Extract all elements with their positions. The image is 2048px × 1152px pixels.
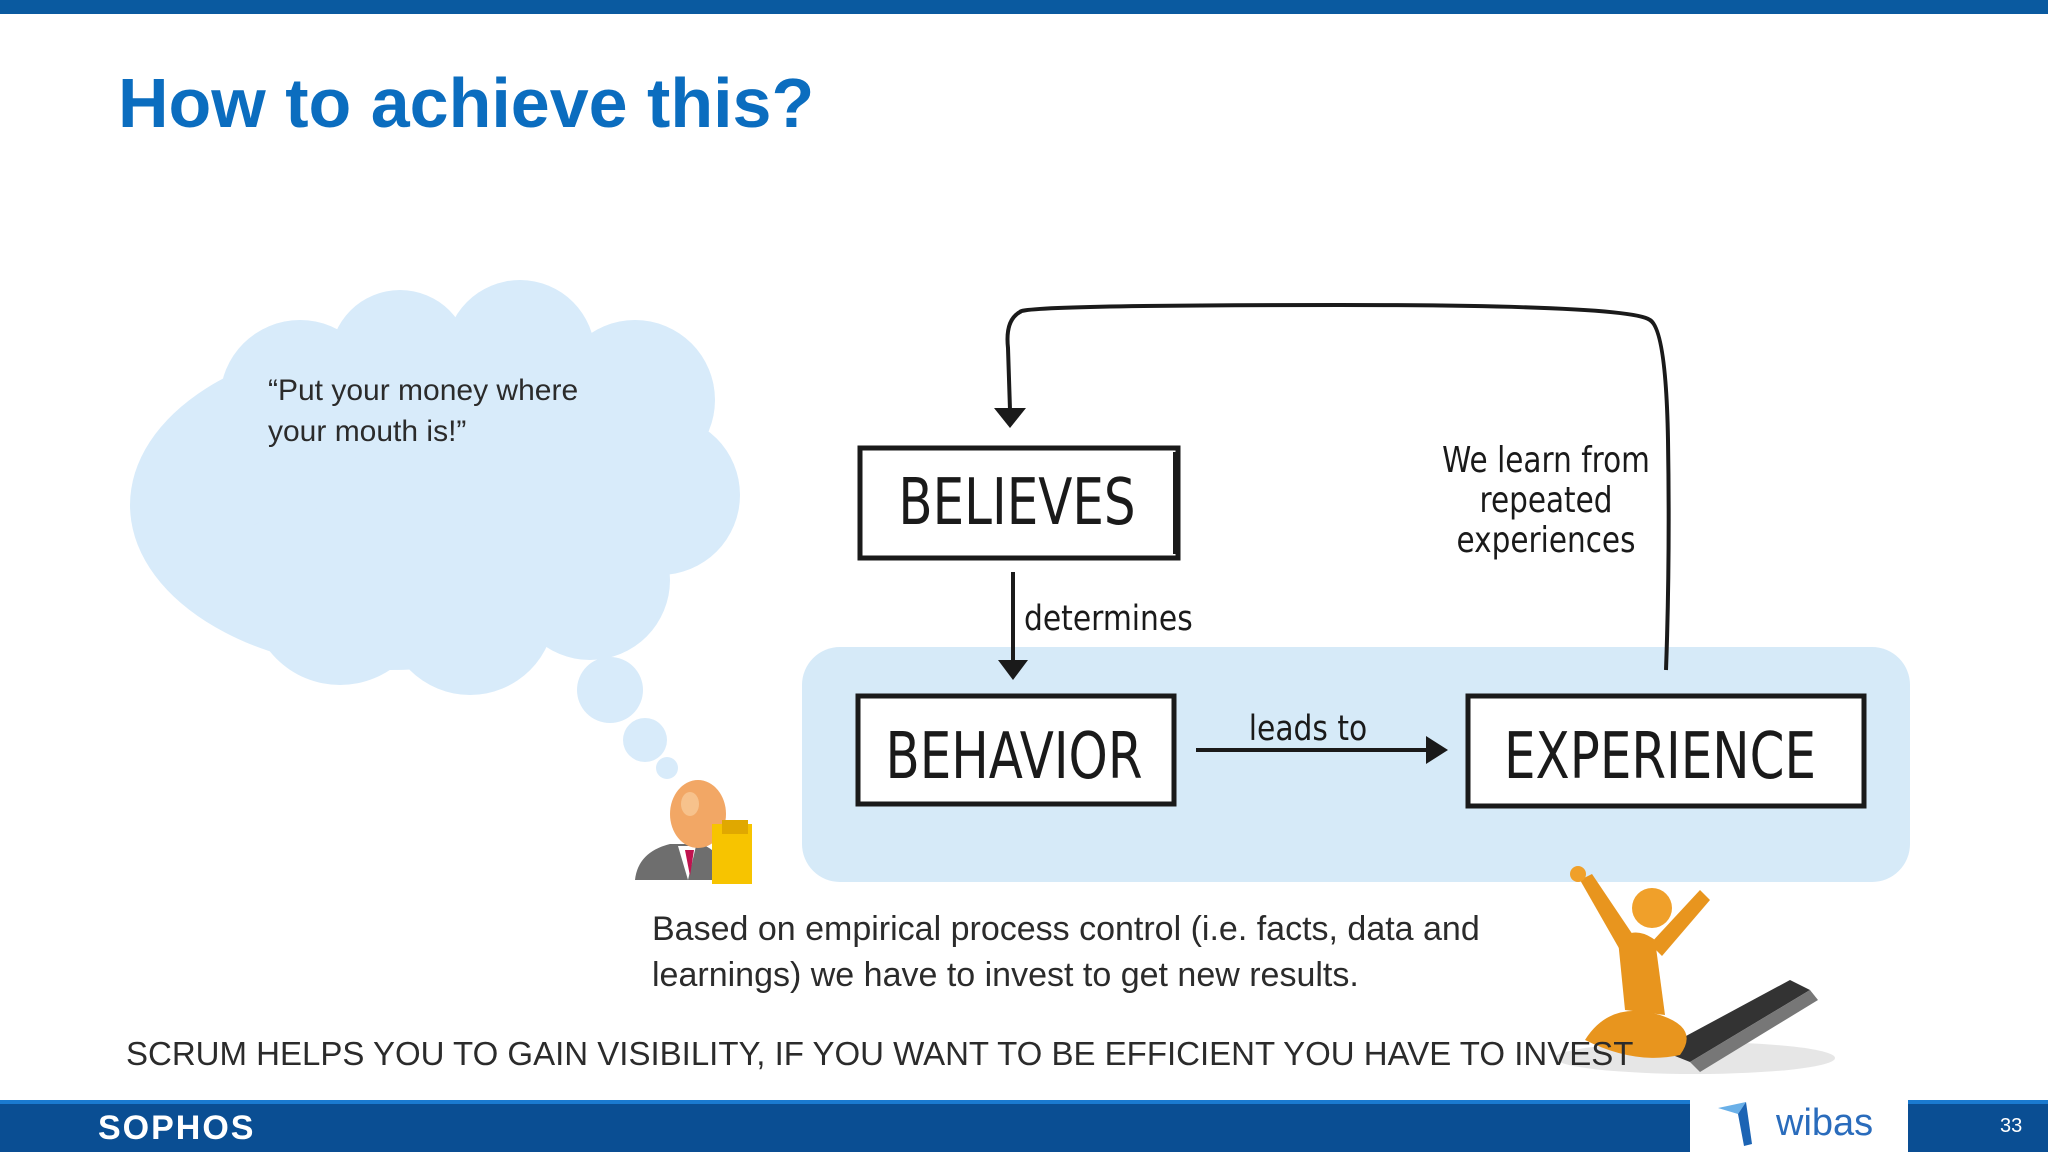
feedback-loop-arrow <box>1005 302 1671 671</box>
leads-to-label: leads to <box>1249 708 1367 749</box>
box-behavior-label: BEHAVIOR <box>885 719 1142 794</box>
learn-label-line2: repeated <box>1479 478 1612 521</box>
wibas-logo-icon <box>1718 1102 1752 1146</box>
page-number: 33 <box>2000 1115 2023 1137</box>
tagline-text: SCRUM HELPS YOU TO GAIN VISIBILITY, IF Y… <box>126 1035 1634 1072</box>
slide-title: How to achieve this? <box>118 64 815 142</box>
box-believes <box>857 445 1181 561</box>
learn-label-line3: experiences <box>1457 518 1636 561</box>
top-accent-bar <box>0 0 2048 14</box>
box-experience <box>1465 693 1867 809</box>
box-believes-label: BELIEVES <box>898 465 1135 540</box>
determines-label: determines <box>1024 598 1193 639</box>
thought-quote: “Put your money where your mouth is!” <box>268 374 579 448</box>
box-behavior <box>855 693 1177 807</box>
feedback-arrowhead <box>994 408 1026 428</box>
thinking-man-icon <box>635 780 752 884</box>
wibas-logo-text: wibas <box>1776 1102 1874 1144</box>
wibas-logo-box <box>1690 1090 1908 1152</box>
learn-label-line1: We learn from <box>1442 438 1650 481</box>
cheering-person-laptop-icon <box>1555 866 1835 1074</box>
caption-text: Based on empirical process control (i.e.… <box>652 910 1480 994</box>
sophos-logo: SOPHOS <box>98 1109 256 1147</box>
box-experience-label: EXPERIENCE <box>1504 719 1816 794</box>
